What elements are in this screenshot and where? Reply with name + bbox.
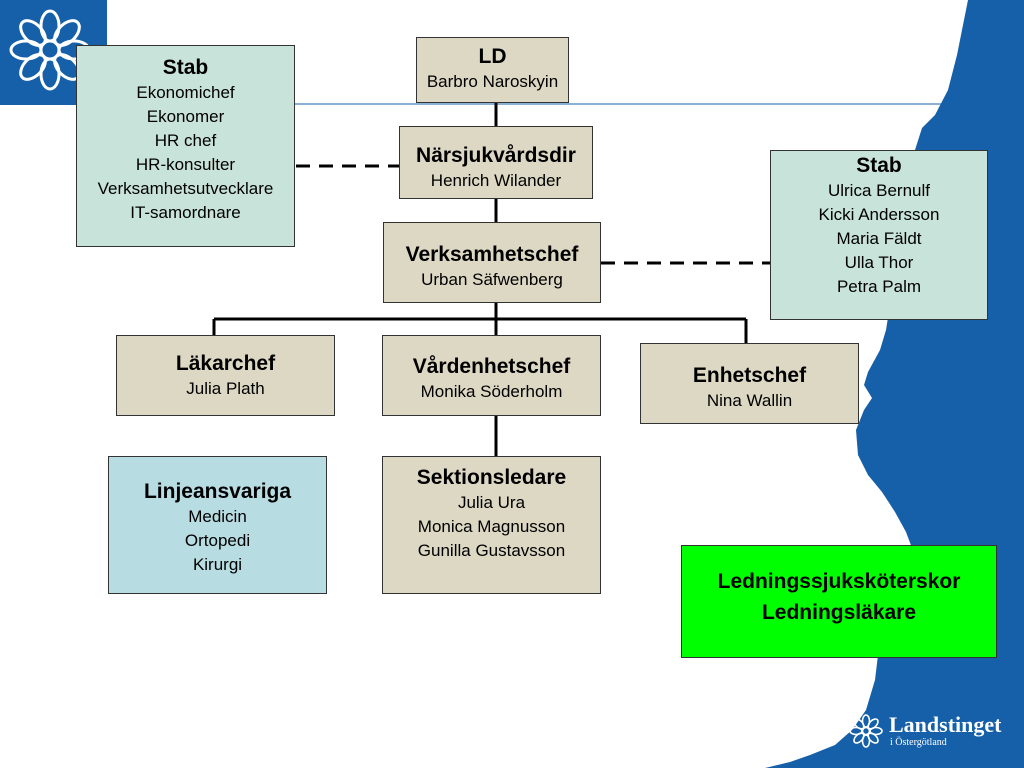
stab-left-line: HR-konsulter <box>135 155 236 174</box>
ld-box: LD Barbro Naroskyin <box>416 37 569 103</box>
stab-right-box: Stab Ulrica Bernulf Kicki Andersson Mari… <box>770 150 988 320</box>
enhetschef-name: Nina Wallin <box>706 391 793 410</box>
flower-small-icon <box>849 714 883 748</box>
stab-right-line: Petra Palm <box>836 277 922 296</box>
connector-lines <box>212 102 748 457</box>
narsjukvard-box: Närsjukvårdsdir Henrich Wilander <box>399 126 593 199</box>
ledning-box: Ledningssjuksköterskor Ledningsläkare <box>681 545 997 658</box>
stab-left-line: IT-samordnare <box>130 203 241 222</box>
verksamhetschef-name: Urban Säfwenberg <box>421 270 563 289</box>
linjeansvariga-line: Medicin <box>188 507 247 526</box>
landstinget-logo: Landstinget i Östergötland <box>889 713 1001 749</box>
vardenhetschef-name: Monika Söderholm <box>420 382 563 401</box>
enhetschef-box: Enhetschef Nina Wallin <box>640 343 859 424</box>
linjeansvariga-line: Kirurgi <box>192 555 243 574</box>
vardenhetschef-title: Vårdenhetschef <box>412 355 571 378</box>
lakarchef-box: Läkarchef Julia Plath <box>116 335 335 416</box>
stab-left-line: Verksamhetsutvecklare <box>97 179 274 198</box>
verksamhetschef-title: Verksamhetschef <box>405 243 579 266</box>
stab-right-line: Ulla Thor <box>844 253 914 272</box>
sektionsledare-box: Sektionsledare Julia Ura Monica Magnusso… <box>382 456 601 594</box>
dashed-connectors <box>296 164 770 265</box>
enhetschef-title: Enhetschef <box>692 364 807 387</box>
stab-right-line: Kicki Andersson <box>818 205 940 224</box>
ledning-title: Ledningssjuksköterskor <box>717 570 961 593</box>
stab-right-title: Stab <box>856 154 902 177</box>
stab-left-line: Ekonomichef <box>136 83 235 102</box>
stab-right-line: Maria Fäldt <box>836 229 922 248</box>
ld-title: LD <box>478 45 507 68</box>
lakarchef-name: Julia Plath <box>186 379 265 398</box>
ledning-title-2: Ledningsläkare <box>761 601 917 624</box>
stab-left-title: Stab <box>162 56 209 79</box>
narsjukvard-name: Henrich Wilander <box>430 171 562 190</box>
sektionsledare-line: Gunilla Gustavsson <box>417 541 566 560</box>
linjeansvariga-title: Linjeansvariga <box>143 480 292 503</box>
logo-subtitle: i Östergötland <box>890 737 947 748</box>
linjeansvariga-box: Linjeansvariga Medicin Ortopedi Kirurgi <box>108 456 327 594</box>
flower-logo-icon <box>9 9 91 91</box>
verksamhetschef-box: Verksamhetschef Urban Säfwenberg <box>383 222 601 303</box>
vardenhetschef-box: Vårdenhetschef Monika Söderholm <box>382 335 601 416</box>
linjeansvariga-line: Ortopedi <box>184 531 251 550</box>
sektionsledare-line: Julia Ura <box>457 493 526 512</box>
ld-name: Barbro Naroskyin <box>426 72 559 91</box>
stab-left-line: HR chef <box>154 131 217 150</box>
stab-left-line: Ekonomer <box>146 107 225 126</box>
sektionsledare-title: Sektionsledare <box>416 466 567 489</box>
stab-left-box: Stab Ekonomichef Ekonomer HR chef HR-kon… <box>76 45 295 247</box>
narsjukvard-title: Närsjukvårdsdir <box>416 144 576 167</box>
lakarchef-title: Läkarchef <box>175 352 276 375</box>
sektionsledare-line: Monica Magnusson <box>417 517 566 536</box>
logo-name: Landstinget <box>889 712 1002 737</box>
stab-right-line: Ulrica Bernulf <box>827 181 931 200</box>
